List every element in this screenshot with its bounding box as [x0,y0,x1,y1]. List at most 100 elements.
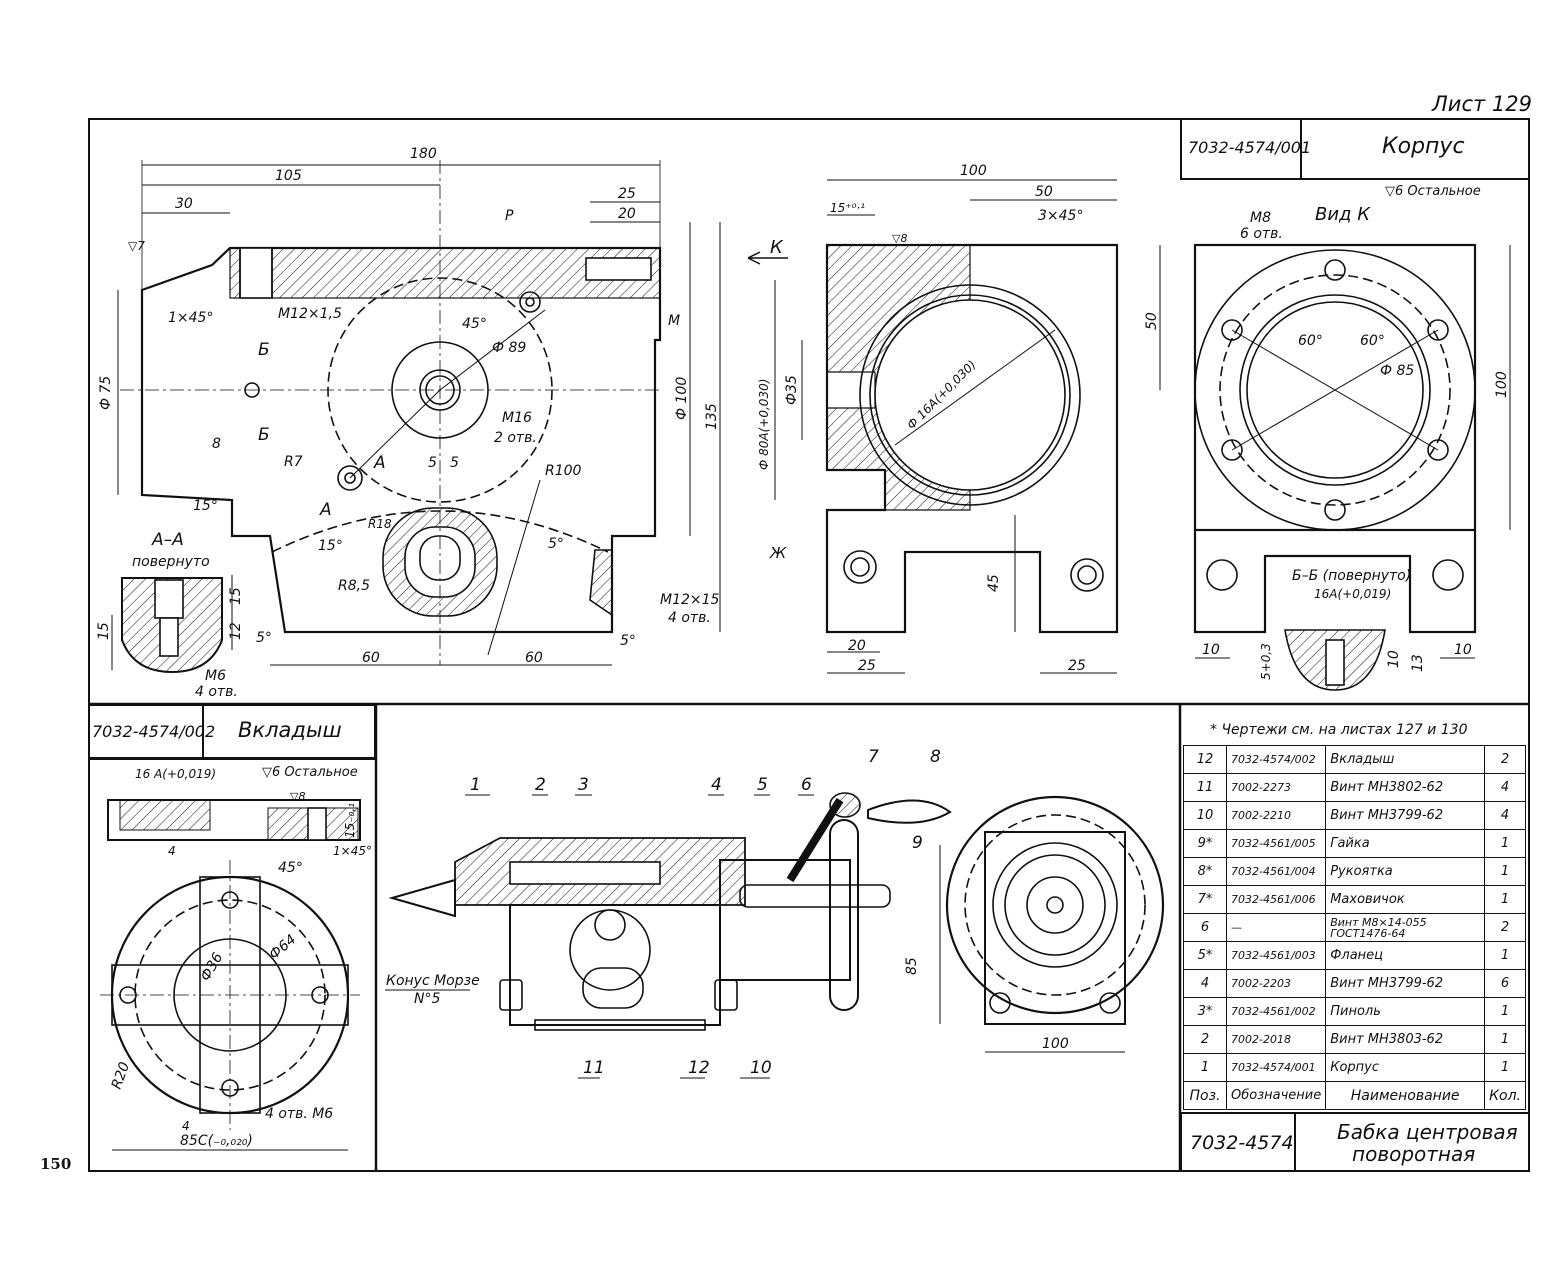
parts-list-pos: 5* [1183,941,1227,970]
radius-100: R100 [545,463,582,479]
dim-135: 135 [704,403,720,430]
view-k-arrow-label: К [770,237,784,258]
view-k-thread-m8: М8 [1250,210,1271,226]
parts-list-code: 7002-2273 [1225,773,1327,802]
label-m: М [668,313,680,329]
callout-8: 8 [930,747,941,767]
front-view [117,160,721,666]
parts-list-name: Винт МН3799-62 [1325,801,1486,830]
parts-list-qty: 2 [1484,745,1526,774]
label-zh: Ж [769,544,787,562]
insert-chamfer: 1×45° [333,844,372,858]
assembly-code: 7032-4574 [1190,1132,1294,1154]
aa-thread-m6: М6 [205,668,226,684]
thread-m16-count: 2 отв. [494,430,537,446]
parts-list-header: Поз. Обозначение Наименование Кол. [1183,1081,1526,1110]
parts-list-name: Корпус [1325,1053,1486,1082]
view-k [1159,243,1511,691]
parts-list-name: Маховичок [1325,885,1486,914]
side-dim-100: 100 [960,163,987,179]
thread-m12x15-b: М12×15 [660,592,720,608]
parts-list-code: 7032-4561/006 [1225,885,1327,914]
angle-5: 5° [548,536,564,552]
callout-9: 9 [912,833,923,853]
insert-dim-4: 4 [168,844,176,858]
insert-radius-20: R20 [109,1060,133,1091]
bb-dim-16a: 16А(+0,019) [1314,587,1391,601]
side-view [747,179,1119,674]
dia-100: Ф 100 [674,377,690,420]
bb-dim-10b: 10 [1454,642,1472,658]
bb-dim-13: 13 [1410,654,1426,672]
aa-thread-count: 4 отв. [195,684,238,700]
callout-12: 12 [688,1058,710,1078]
part2-code: 7032-4574/002 [92,722,216,741]
page-number: 150 [40,1155,72,1173]
insert-dim-4b: 4 [182,1119,190,1133]
bb-dim-5: 5+0,3 [1259,643,1273,680]
view-k-angle-60a: 60° [1298,333,1323,349]
insert-roughness-8: ▽8 [290,790,305,803]
dim-105: 105 [275,168,302,184]
section-b-bottom: Б [258,425,270,445]
part2-name: Вкладыш [238,718,342,742]
parts-list-qty: 1 [1484,997,1526,1026]
parts-list-name: Вкладыш [1325,745,1486,774]
parts-list-pos: 9* [1183,829,1227,858]
thread-m12x15: М12×1,5 [278,306,342,322]
insert-dim-85: 85С(₋₀,₀₂₀) [180,1133,253,1149]
assembly-dim-85: 85 [904,957,920,975]
section-aa-subtitle: повернуто [132,554,210,570]
section-aa-title: А–А [151,530,184,550]
radius-8-5: R8,5 [338,578,370,594]
section-aa [111,575,233,674]
parts-list-pos: 10 [1183,801,1227,830]
view-k-dim-100: 100 [1494,371,1510,398]
parts-list-name: Винт МН3802-62 [1325,773,1486,802]
view-k-title: Вид К [1315,204,1371,225]
side-dim-25b: 25 [1068,658,1086,674]
parts-list-name: Рукоятка [1325,857,1486,886]
dia-75: Ф 75 [98,376,114,410]
parts-list-qty: 4 [1484,773,1526,802]
callout-5: 5 [757,775,768,795]
side-dia-35: Ф35 [784,375,800,405]
dim-30: 30 [175,196,193,212]
aa-dim-12: 12 [228,622,244,640]
parts-list-code: 7002-2203 [1225,969,1327,998]
dim-60b: 60 [525,650,543,666]
side-dim-20: 20 [848,638,866,654]
parts-list-name: Винт М8×14-055 ГОСТ1476-64 [1325,913,1486,942]
parts-list-pos: 6 [1183,913,1227,942]
bb-dim-10c: 10 [1386,650,1402,668]
parts-list-code: 7002-2018 [1225,1025,1327,1054]
dia-89: Ф 89 [492,340,526,356]
morse-taper-label: Конус Морзе [386,973,480,989]
aa-dim-15b: 15 [96,622,112,640]
insert-holes: 4 отв. М6 [265,1106,333,1122]
assembly-name-line2: поворотная [1352,1142,1476,1166]
part1-surface-note: ▽6 Остальное [1385,184,1481,199]
angle-5c: 5° [620,633,636,649]
parts-list-qty: 1 [1484,1025,1526,1054]
dim-25: 25 [618,186,636,202]
drawing-frame [88,118,1530,1172]
angle-15b: 15° [318,538,343,554]
assembly-view [385,792,1165,1079]
side-dim-25a: 25 [858,658,876,674]
header-code: Обозначение [1225,1081,1327,1110]
section-bb-title: Б–Б (повернуто) [1292,568,1411,584]
dim-5b: 5 [450,455,459,471]
thread-m12-count: 4 отв. [668,610,711,626]
part1-code: 7032-4574/001 [1188,138,1312,157]
drawings-note: * Чертежи см. на листах 127 и 130 [1210,722,1468,738]
callout-3: 3 [578,775,589,795]
assembly-dim-100: 100 [1042,1036,1069,1052]
insert-dim-16a: 16 А(+0,019) [135,767,216,781]
